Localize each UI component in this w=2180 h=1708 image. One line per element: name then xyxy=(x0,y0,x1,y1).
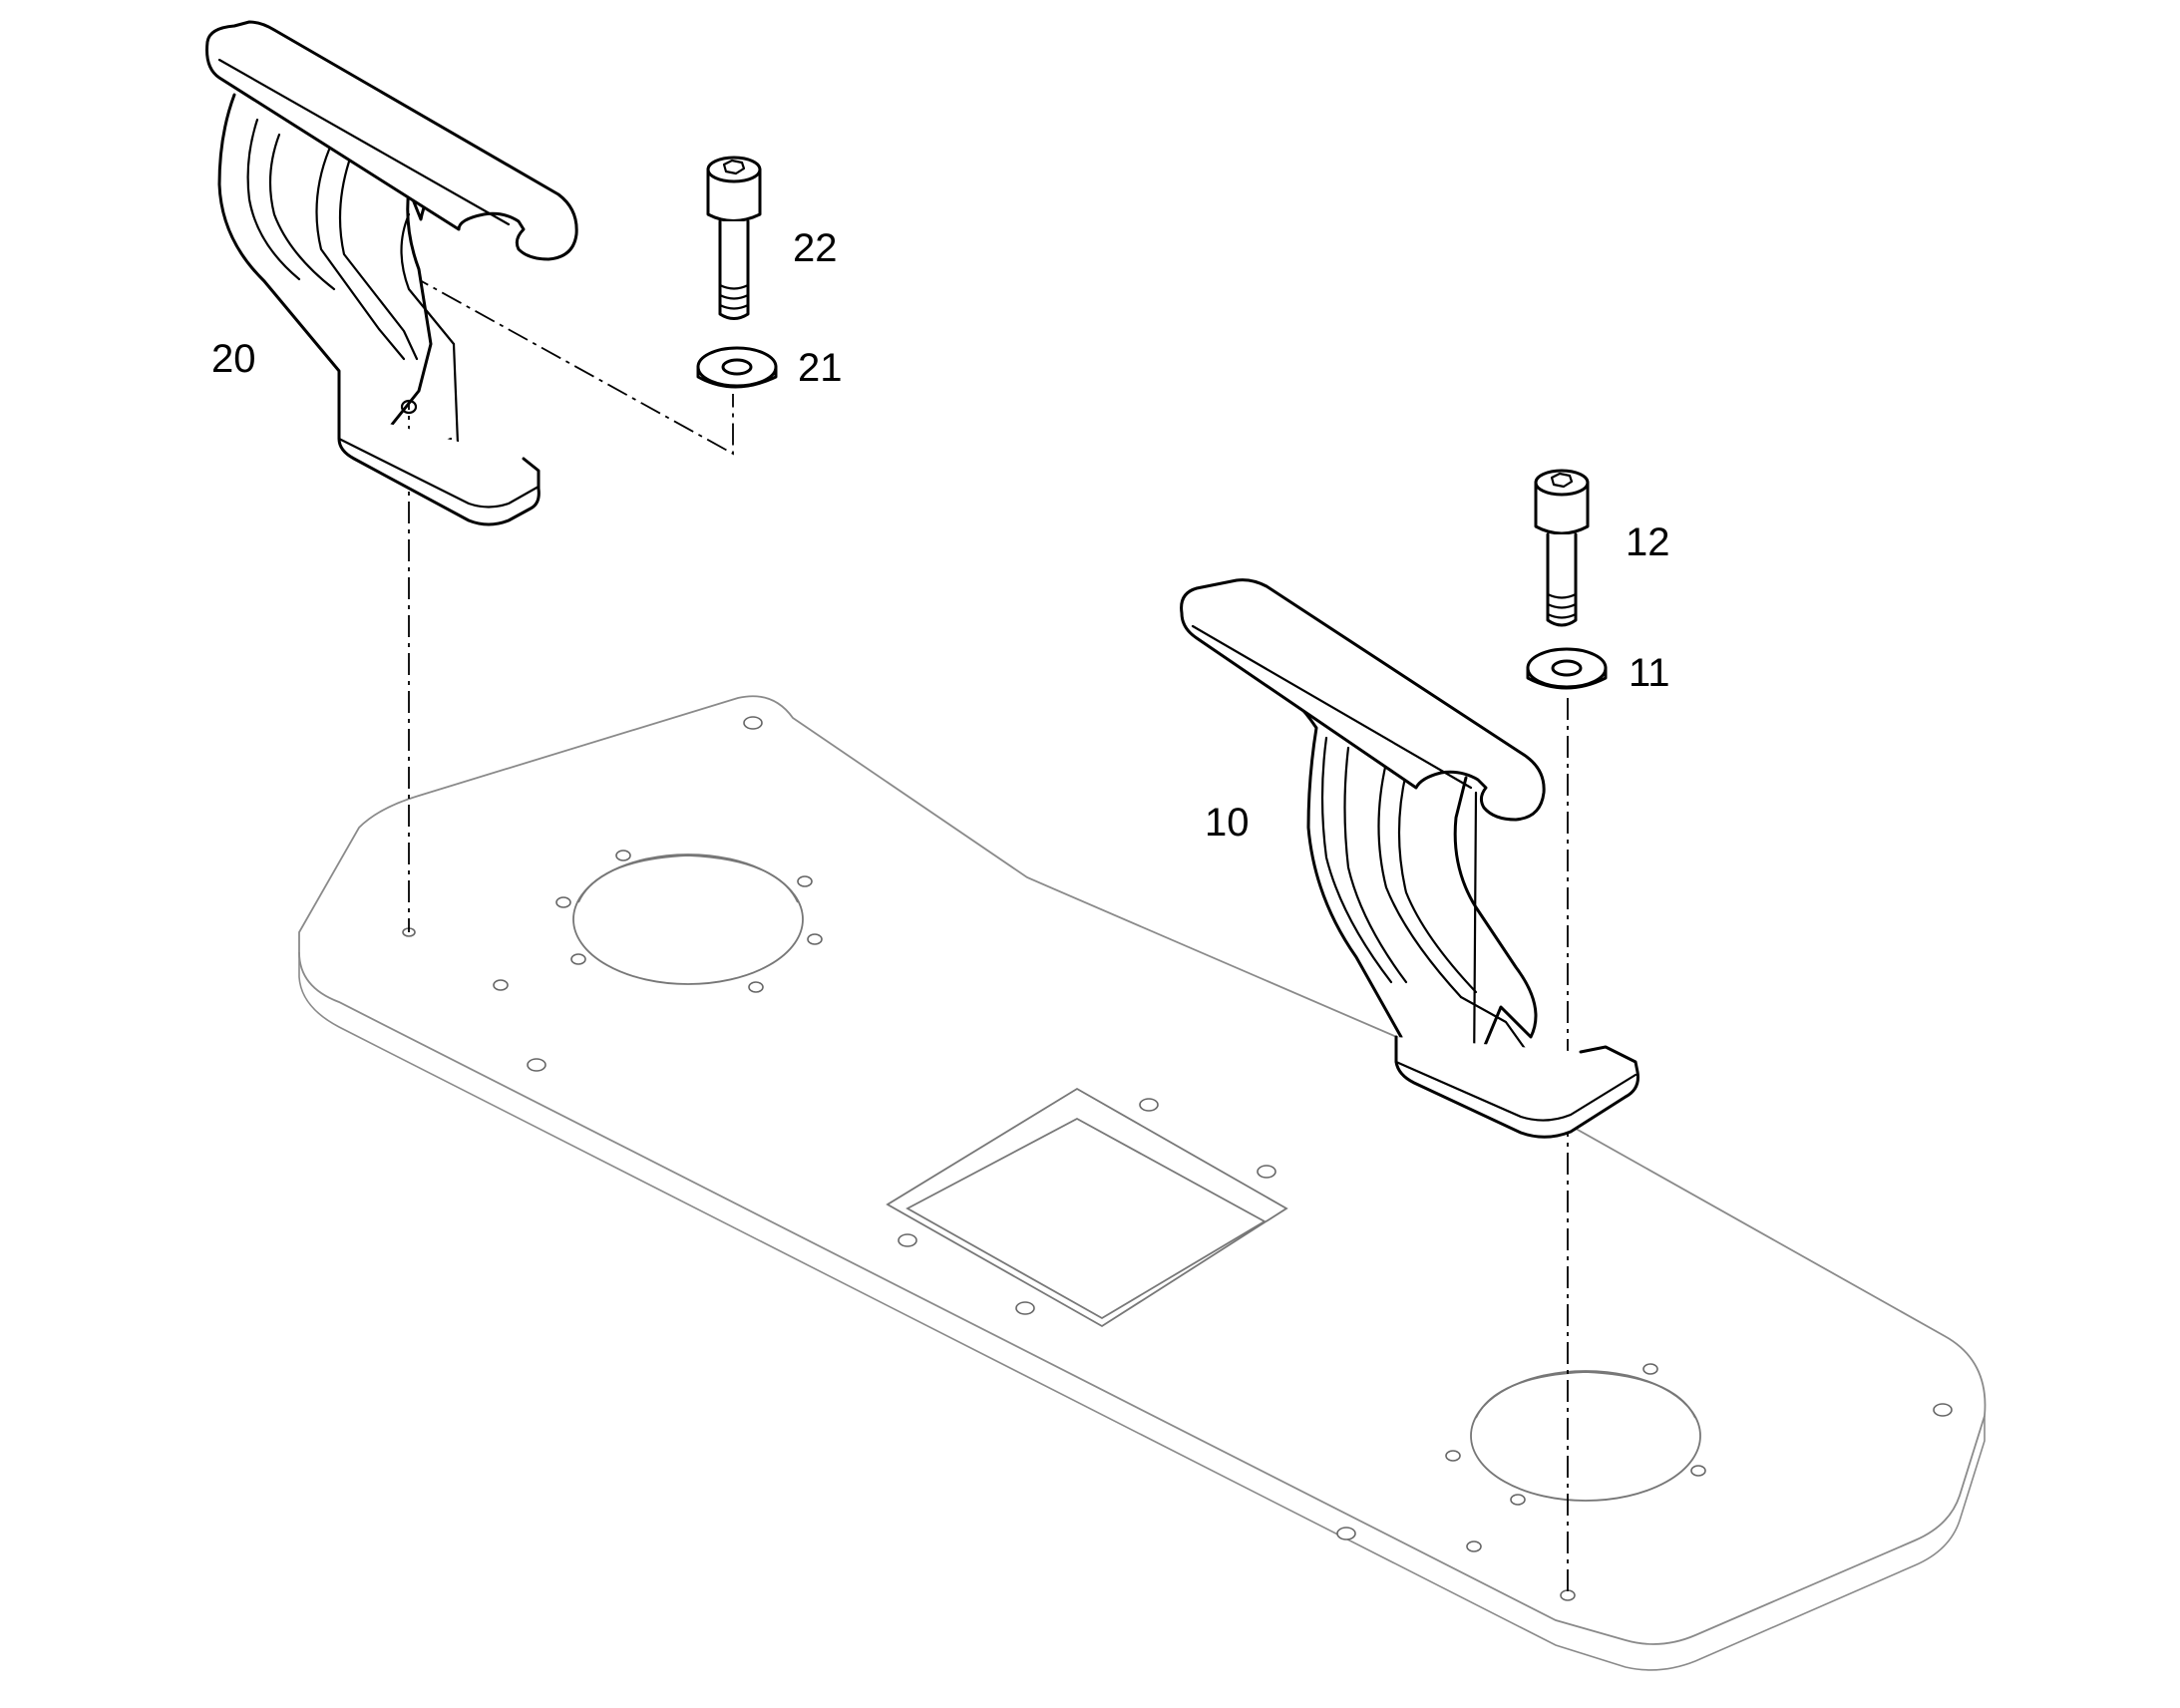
handle-left-grip xyxy=(205,20,578,261)
handle-right xyxy=(1180,578,1639,1139)
callout-label-21: 21 xyxy=(798,346,843,390)
callout-label-22: 22 xyxy=(793,226,838,270)
handle-left-foot xyxy=(337,409,541,526)
plate-round-opening-right xyxy=(1470,1370,1701,1502)
handle-right-grip xyxy=(1180,578,1546,822)
socket-head-screw-lower xyxy=(1534,469,1590,627)
base-plate-top-face xyxy=(298,695,1987,1645)
callout-label-20: 20 xyxy=(211,337,256,381)
handle-left xyxy=(205,20,578,526)
plate-mounting-holes xyxy=(402,716,1953,1601)
callout-label-11: 11 xyxy=(1629,651,1670,695)
plate-square-cutout xyxy=(886,1087,1288,1328)
callout-label-12: 12 xyxy=(1626,520,1670,564)
washer-lower xyxy=(1526,647,1608,690)
center-line-left-screw xyxy=(408,273,734,456)
base-plate xyxy=(298,695,1987,1671)
plate-round-opening-left xyxy=(572,854,804,985)
handle-right-foot xyxy=(1394,1035,1639,1139)
socket-head-screw-upper xyxy=(706,156,762,320)
assembly-center-lines xyxy=(408,273,1569,1595)
washer-upper xyxy=(696,346,778,389)
base-plate-front-edge xyxy=(298,952,1986,1671)
callout-label-10: 10 xyxy=(1205,801,1250,845)
